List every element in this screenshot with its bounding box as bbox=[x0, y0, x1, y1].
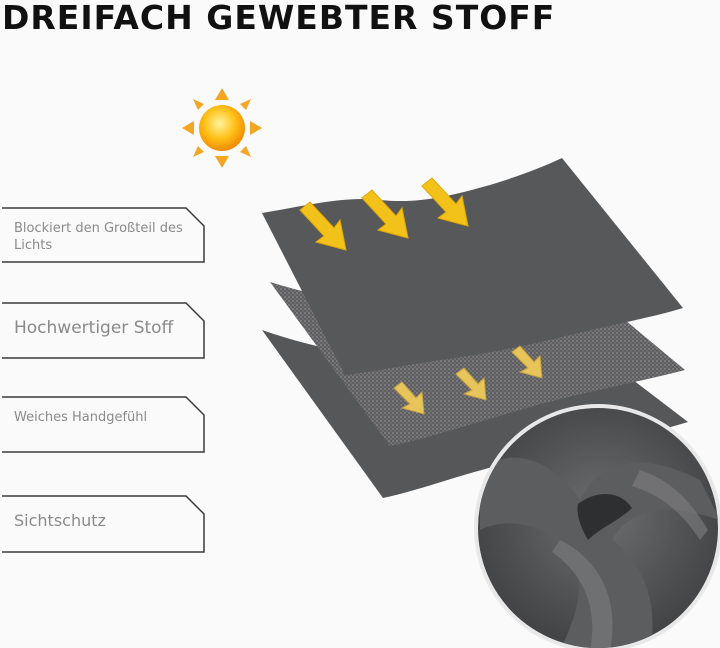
feature-label: Blockiert den Großteil des Lichts bbox=[14, 221, 183, 253]
feature-label: Sichtschutz bbox=[14, 511, 106, 530]
label-box-outlines bbox=[2, 207, 205, 553]
fabric-closeup bbox=[474, 404, 720, 648]
sun-icon bbox=[182, 88, 262, 168]
feature-label-box: Blockiert den Großteil des Lichts bbox=[2, 208, 204, 262]
page-title: DREIFACH GEWEBTER STOFF bbox=[2, 0, 556, 37]
feature-label-box: Hochwertiger Stoff bbox=[2, 303, 204, 358]
light-arrow-icon bbox=[299, 177, 469, 251]
light-arrow-icon bbox=[393, 345, 543, 415]
feature-label-box: Sichtschutz bbox=[2, 496, 204, 552]
feature-label: Weiches Handgefühl bbox=[14, 410, 148, 425]
feature-label-box: Weiches Handgefühl bbox=[2, 397, 204, 452]
fabric-layer-top bbox=[262, 158, 683, 375]
feature-label: Hochwertiger Stoff bbox=[14, 318, 174, 338]
